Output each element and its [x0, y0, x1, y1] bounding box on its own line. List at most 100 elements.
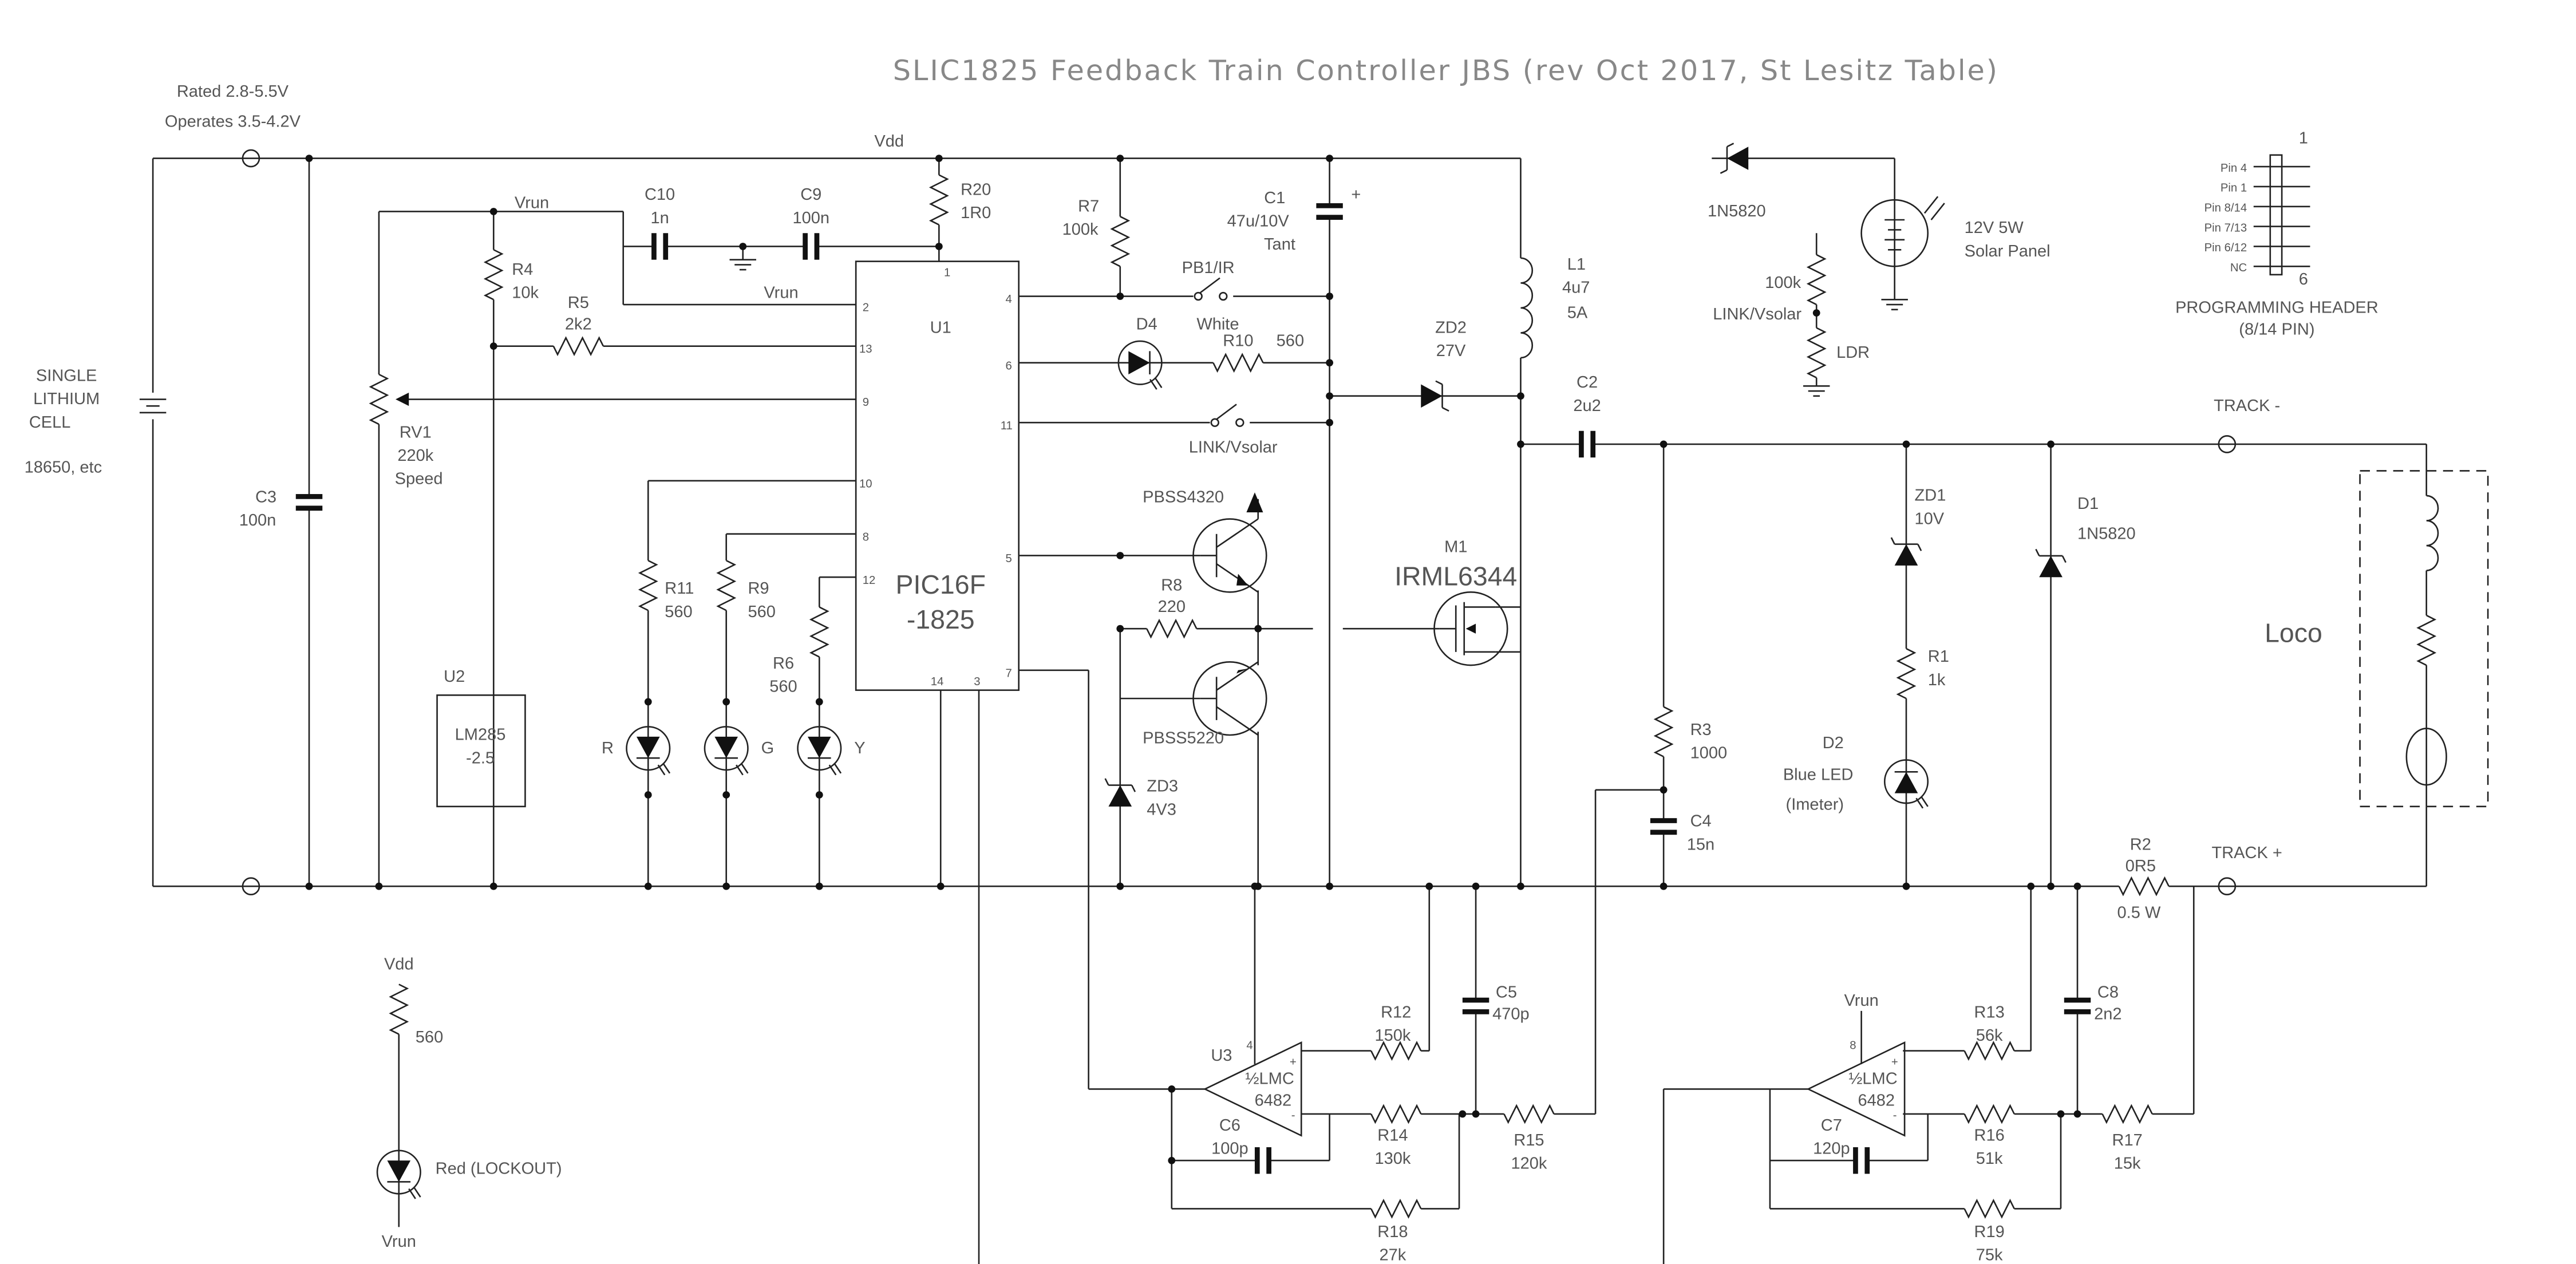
junction-dot [644, 882, 652, 890]
r3-ref: R3 [1690, 721, 1712, 739]
junction-dot [305, 155, 313, 162]
zd1-value: 10V [1915, 509, 1945, 528]
cap-plate [1853, 1147, 1858, 1174]
junction-dot [815, 791, 823, 799]
r13-ref: R13 [1974, 1004, 2005, 1022]
resistor-zigzag [483, 249, 504, 301]
c1-polarity: + [1351, 185, 1361, 204]
diode-triangle [387, 1160, 411, 1182]
c3-value: 100n [239, 511, 276, 530]
mask [294, 497, 325, 508]
cap-plate [295, 505, 323, 511]
battery-label: SINGLE [36, 367, 97, 385]
d4-white-led [1117, 340, 1163, 390]
light-rays-icon [828, 763, 842, 776]
battery-label: LITHIUM [33, 390, 100, 408]
vdd-label-2: Vdd [384, 955, 414, 973]
junction-dot [935, 243, 943, 250]
resistor-zigzag [1806, 327, 1827, 378]
c10 [651, 231, 669, 262]
u2-lm285 [436, 694, 526, 808]
r19-ref: R19 [1974, 1223, 2005, 1241]
r14-ref: R14 [1377, 1126, 1408, 1144]
junction-dot [2047, 440, 2055, 448]
junction-dot [1116, 625, 1124, 633]
header-pin-label: Pin 4 [2221, 162, 2247, 175]
header-pin-label: Pin 8/14 [2204, 202, 2247, 214]
ldr-label: LDR [1836, 343, 1870, 362]
c9 [803, 231, 820, 262]
resistor-zigzag [716, 559, 737, 611]
resistor-zigzag [1503, 1104, 1555, 1124]
header-pin-label: Pin 6/12 [2204, 242, 2247, 254]
pb1-switch [1193, 277, 1234, 303]
junction-dot [1326, 155, 1333, 162]
cap-plate [651, 233, 657, 260]
m1-part: IRML6344 [1394, 562, 1517, 591]
resistor-zigzag [929, 174, 949, 226]
d-solar-schottky [1720, 143, 1749, 174]
junction-dot [489, 342, 497, 350]
q2-label: PBSS5220 [1143, 729, 1224, 748]
opamp-triangle [1806, 1041, 1906, 1137]
c5-value: 470p [1492, 1005, 1530, 1023]
r7-value: 100k [1062, 220, 1099, 239]
junction-dot [1116, 155, 1124, 162]
pin-number: 4 [1005, 293, 1012, 306]
mask [1649, 821, 1679, 832]
zener-tip [2035, 548, 2040, 556]
u1-pin-numbers: 1 2 13 9 10 8 12 14 3 7 4 6 11 5 [859, 267, 1013, 688]
zd2-zener [1421, 380, 1449, 412]
coil [2426, 495, 2439, 571]
pin-number: 1 [944, 267, 950, 279]
r16-value: 51k [1976, 1150, 2003, 1168]
mask [1258, 1146, 1269, 1176]
switch-contact [1210, 418, 1219, 427]
cap-plate [1462, 997, 1490, 1003]
diode-triangle [807, 736, 831, 759]
supply-terminal-negative [242, 877, 260, 896]
r8 [1146, 618, 1198, 639]
cap-plate [1579, 430, 1584, 458]
c6 [1254, 1146, 1271, 1176]
header-pin-first: 1 [2299, 129, 2308, 147]
c7-ref: C7 [1821, 1116, 1842, 1135]
c1-note: Tant [1264, 235, 1295, 254]
header-body [2269, 154, 2283, 276]
diode-triangle [636, 736, 660, 759]
opamp-triangle [1203, 1041, 1302, 1137]
led-lockout [376, 1150, 421, 1199]
zd2-value: 27V [1436, 342, 1466, 360]
pin-number: 9 [863, 396, 869, 409]
led-green-label: G [761, 739, 775, 757]
r3 [1653, 706, 1674, 757]
resistor-zigzag [1963, 1104, 2015, 1124]
c6-value: 100p [1211, 1140, 1249, 1158]
junction-dot [1254, 625, 1262, 633]
m1-ref: M1 [1444, 538, 1467, 556]
zener-tip [1131, 784, 1136, 792]
rated-voltage: Rated 2.8-5.5V [177, 82, 289, 101]
diode-triangle [1894, 772, 1918, 793]
header-pin-label: Pin 1 [2221, 182, 2247, 195]
r18-value: 27k [1380, 1246, 1406, 1264]
supply-arrow-icon [1246, 492, 1263, 512]
r19-value: 75k [1976, 1246, 2003, 1264]
junction-dot [1326, 392, 1333, 400]
solar-panel-icon [1860, 199, 1929, 267]
junction-dot [305, 882, 313, 890]
cap-plate [2064, 1009, 2091, 1014]
c4-value: 15n [1687, 835, 1714, 854]
led-yellow [797, 726, 842, 776]
light-rays-icon [736, 763, 749, 776]
r11-ref: R11 [665, 579, 694, 598]
r4 [483, 249, 504, 301]
r4-value: 10k [512, 283, 539, 302]
track-minus-terminal [2218, 435, 2237, 453]
r5 [552, 336, 605, 357]
cap-plate [803, 233, 808, 260]
r5-ref: R5 [568, 294, 589, 312]
cap-plate [1266, 1147, 1271, 1174]
junction-dot [489, 208, 497, 215]
mask [1460, 1001, 1491, 1011]
